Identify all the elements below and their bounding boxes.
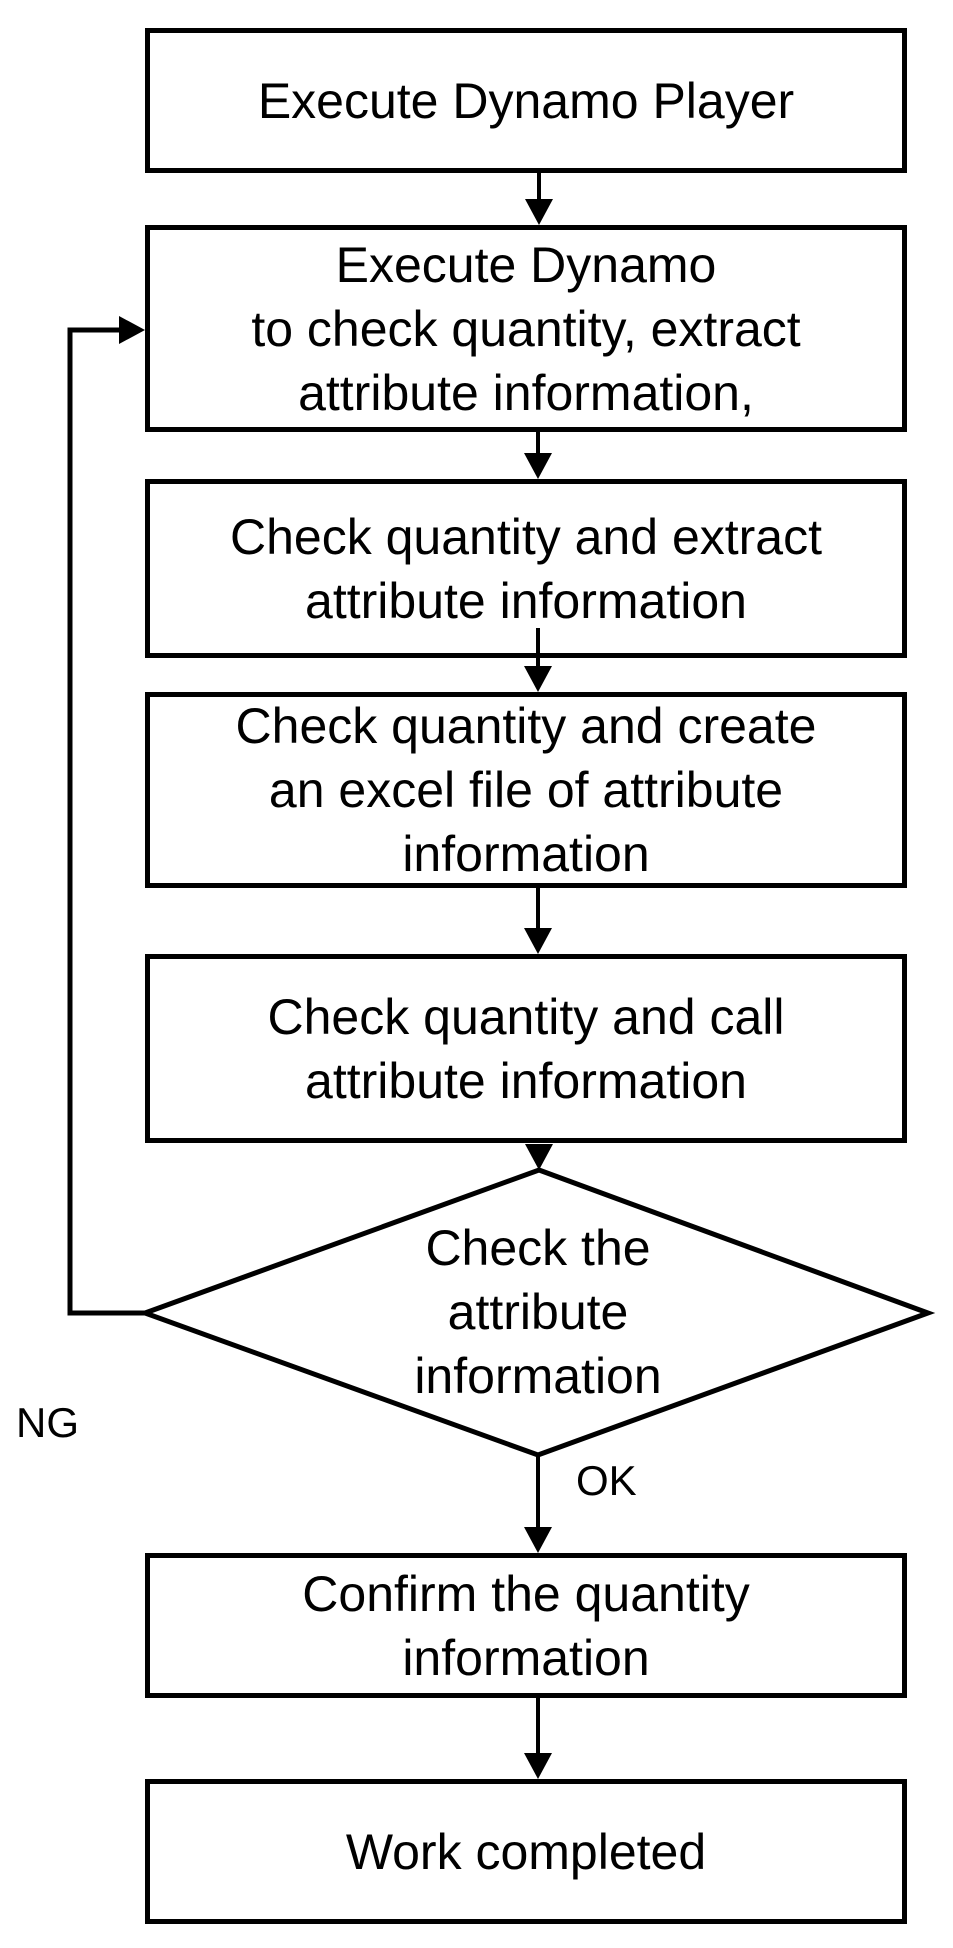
arrowhead-6-7-icon [524,1753,552,1779]
node-check-create-excel: Check quantity and create an excel file … [145,692,907,888]
node-label: Execute Dynamo Player [257,72,795,129]
node-label: Check quantity and create [235,698,817,754]
arrowhead-2-3-icon [524,453,552,479]
node-label: Execute Dynamo [335,236,717,293]
node-label: attribute information [305,572,747,629]
node-execute-dynamo-player: Execute Dynamo Player [145,28,907,173]
node-confirm-quantity: Confirm the quantity information [145,1553,907,1698]
node-label: Check the [425,1220,651,1276]
node-label: information [402,1629,650,1686]
node-label: Check quantity and call [267,988,785,1045]
arrowhead-1-2-icon [525,199,553,225]
node-work-completed: Work completed [145,1779,907,1924]
arrowhead-4-5-icon [524,928,552,954]
arrowhead-3-4-icon [524,666,552,692]
node-check-extract: Check quantity and extract attribute inf… [145,479,907,658]
node-label: to check quantity, extract [251,300,801,357]
node-label: Check quantity and extract [230,508,822,565]
node-label: attribute [447,1284,629,1340]
node-label: Work completed [345,1823,707,1880]
node-label: information [402,826,650,882]
node-check-call: Check quantity and call attribute inform… [145,954,907,1143]
arrowhead-5-decision-icon [525,1144,553,1170]
ng-loop-connector [67,327,145,1316]
node-check-decision-label: Check the attribute information [238,1216,838,1408]
node-label: attribute information, [298,364,754,421]
arrowhead-ok-icon [524,1527,552,1553]
edge-label-ng: NG [16,1399,79,1446]
edge-label-ok: OK [576,1457,637,1504]
ng-loop-arrowhead-icon [119,316,145,344]
node-label: Confirm the quantity [302,1565,750,1622]
node-label: an excel file of attribute [268,762,784,818]
node-label: information [414,1348,662,1404]
node-label: attribute information [305,1052,747,1109]
node-execute-dynamo: Execute Dynamo to check quantity, extrac… [145,225,907,432]
